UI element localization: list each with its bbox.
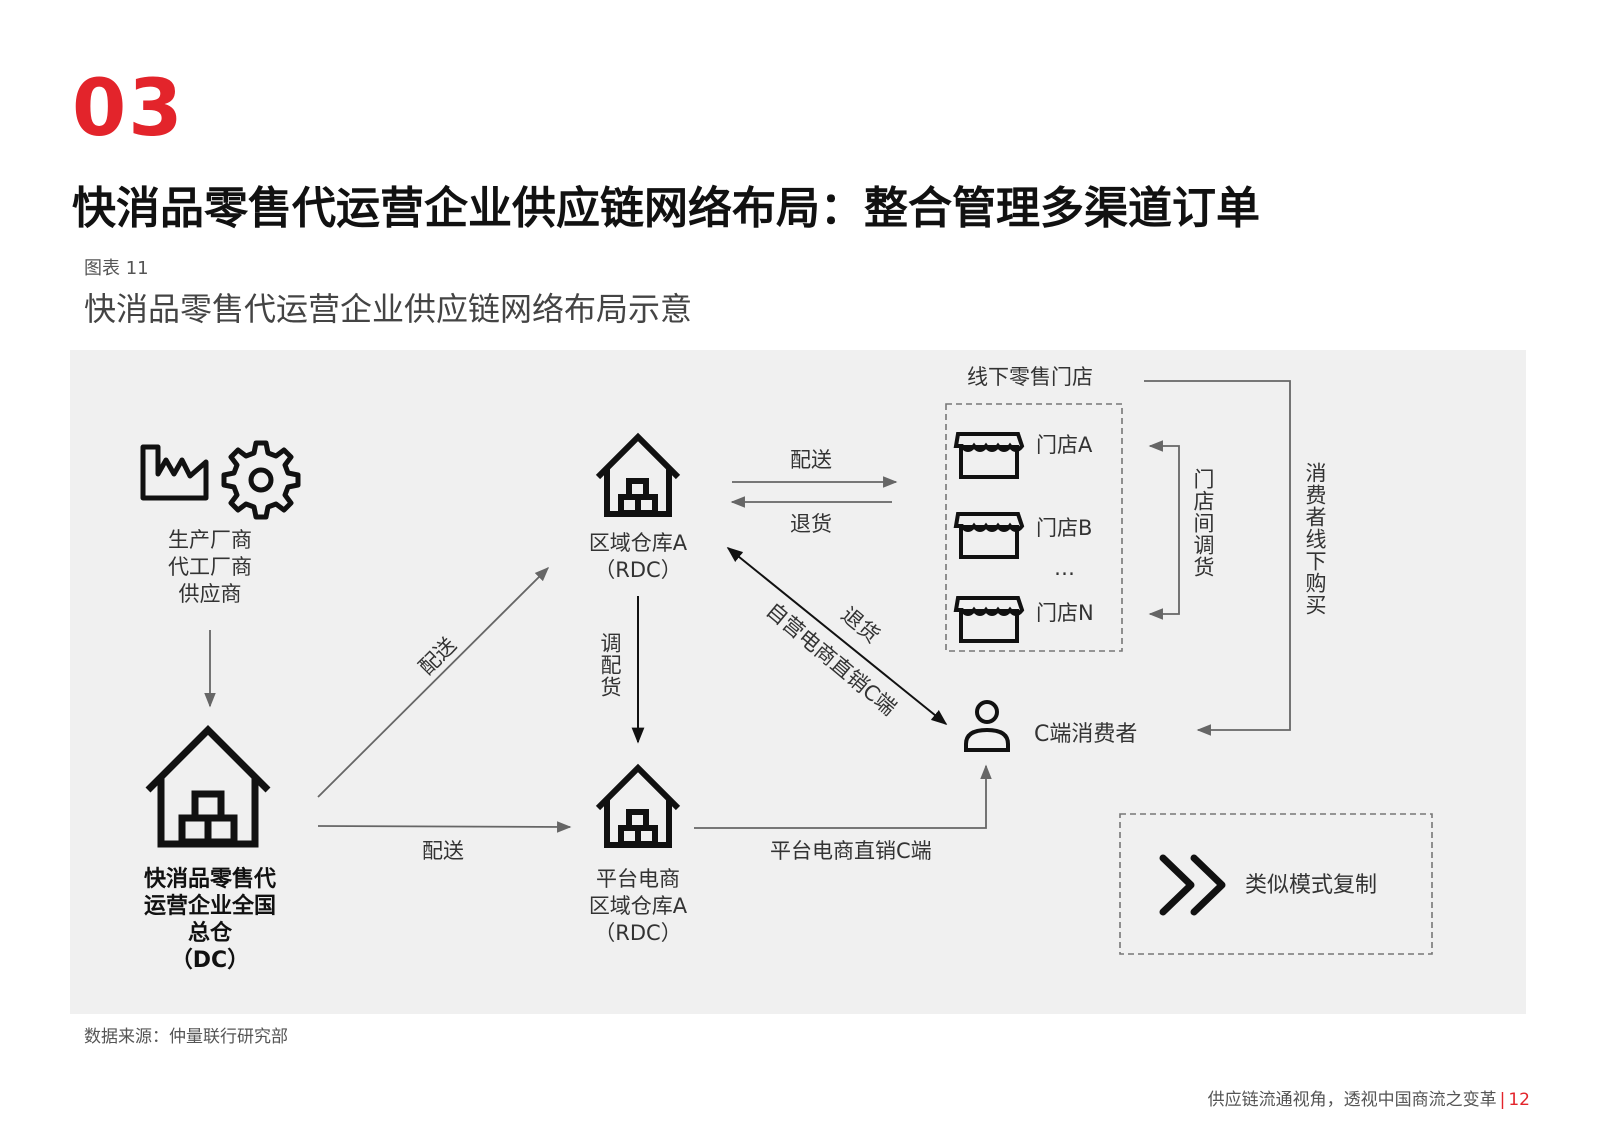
arrow-platform-to-consumer bbox=[694, 764, 992, 829]
dc-label-2: 运营企业全国 bbox=[143, 894, 276, 919]
data-source: 数据来源：仲量联行研究部 bbox=[84, 1027, 288, 1047]
edge-label-rdc-a-to-platform: 调配货 bbox=[598, 632, 622, 698]
dc-label: 快消品零售代 运营企业全国 总仓 （DC） bbox=[125, 866, 295, 974]
platform-rdc-label: 平台电商 区域仓库A （RDC） bbox=[568, 866, 708, 947]
figure-title: 快消品零售代运营企业供应链网络布局示意 bbox=[84, 290, 693, 328]
dc-label-3: 总仓 bbox=[187, 921, 232, 946]
platform-rdc-label-2: 区域仓库A bbox=[588, 894, 688, 918]
store-ellipsis: … bbox=[1054, 556, 1075, 580]
page-title: 快消品零售代运营企业供应链网络布局：整合管理多渠道订单 bbox=[72, 183, 1260, 234]
producer-label: 生产厂商 代工厂商 供应商 bbox=[140, 527, 280, 608]
section-number: 03 bbox=[72, 64, 185, 154]
arrow-dc-to-platform bbox=[317, 821, 572, 833]
dc-label-4: （DC） bbox=[170, 948, 250, 973]
gear-icon bbox=[221, 440, 301, 520]
producer-label-2: 代工厂商 bbox=[168, 555, 252, 579]
dc-warehouse-icon bbox=[145, 725, 271, 848]
consumer-label: C端消费者 bbox=[1034, 722, 1138, 747]
edge-label-offline-purchase: 消费者线下购买 bbox=[1303, 462, 1327, 616]
edge-label-dc-to-platform: 配送 bbox=[422, 839, 464, 863]
store-b-icon bbox=[953, 512, 1025, 559]
store-n-label: 门店N bbox=[1036, 601, 1094, 625]
offline-store-title: 线下零售门店 bbox=[967, 365, 1093, 389]
supply-chain-diagram: 生产厂商 代工厂商 供应商 快消品零售代 运营企业全国 总仓 （DC） 区域仓库… bbox=[70, 350, 1526, 1014]
replicate-box bbox=[1119, 813, 1433, 955]
arrow-dc-to-rdc-a bbox=[317, 566, 550, 798]
page-number: 12 bbox=[1508, 1090, 1530, 1110]
producer-label-1: 生产厂商 bbox=[168, 528, 252, 552]
edge-label-rdc-to-store: 配送 bbox=[790, 448, 832, 472]
arrow-offline-purchase bbox=[1144, 380, 1291, 736]
dc-label-1: 快消品零售代 bbox=[143, 867, 276, 892]
producer-label-3: 供应商 bbox=[178, 582, 242, 606]
replicate-label: 类似模式复制 bbox=[1245, 873, 1378, 898]
footer: 供应链流通视角，透视中国商流之变革|12 bbox=[1208, 1085, 1530, 1110]
double-chevron-icon bbox=[1159, 854, 1226, 916]
edge-label-platform-to-consumer: 平台电商直销C端 bbox=[770, 839, 932, 863]
store-a-label: 门店A bbox=[1036, 433, 1093, 457]
arrow-store-transfer bbox=[1148, 440, 1180, 620]
store-n-icon bbox=[953, 596, 1025, 643]
figure-number: 图表 11 bbox=[84, 258, 149, 279]
platform-warehouse-icon bbox=[595, 763, 681, 848]
rdc-a-label-2: （RDC） bbox=[594, 558, 682, 582]
platform-rdc-label-1: 平台电商 bbox=[596, 867, 680, 891]
rdc-a-label: 区域仓库A （RDC） bbox=[568, 530, 708, 584]
arrow-rdc-consumer-bidirectional bbox=[726, 546, 948, 726]
edge-label-store-to-rdc: 退货 bbox=[790, 512, 832, 536]
factory-icon bbox=[140, 444, 209, 501]
rdc-a-label-1: 区域仓库A bbox=[588, 531, 688, 555]
platform-rdc-label-3: （RDC） bbox=[594, 921, 682, 945]
footer-separator: | bbox=[1499, 1090, 1506, 1110]
rdc-a-warehouse-icon bbox=[595, 432, 681, 517]
store-b-label: 门店B bbox=[1036, 516, 1093, 540]
store-a-icon bbox=[953, 432, 1025, 479]
edge-label-store-transfer: 门店间调货 bbox=[1191, 468, 1215, 578]
consumer-icon bbox=[964, 700, 1010, 752]
footer-text: 供应链流通视角，透视中国商流之变革 bbox=[1207, 1090, 1497, 1110]
offline-store-box bbox=[945, 403, 1123, 652]
